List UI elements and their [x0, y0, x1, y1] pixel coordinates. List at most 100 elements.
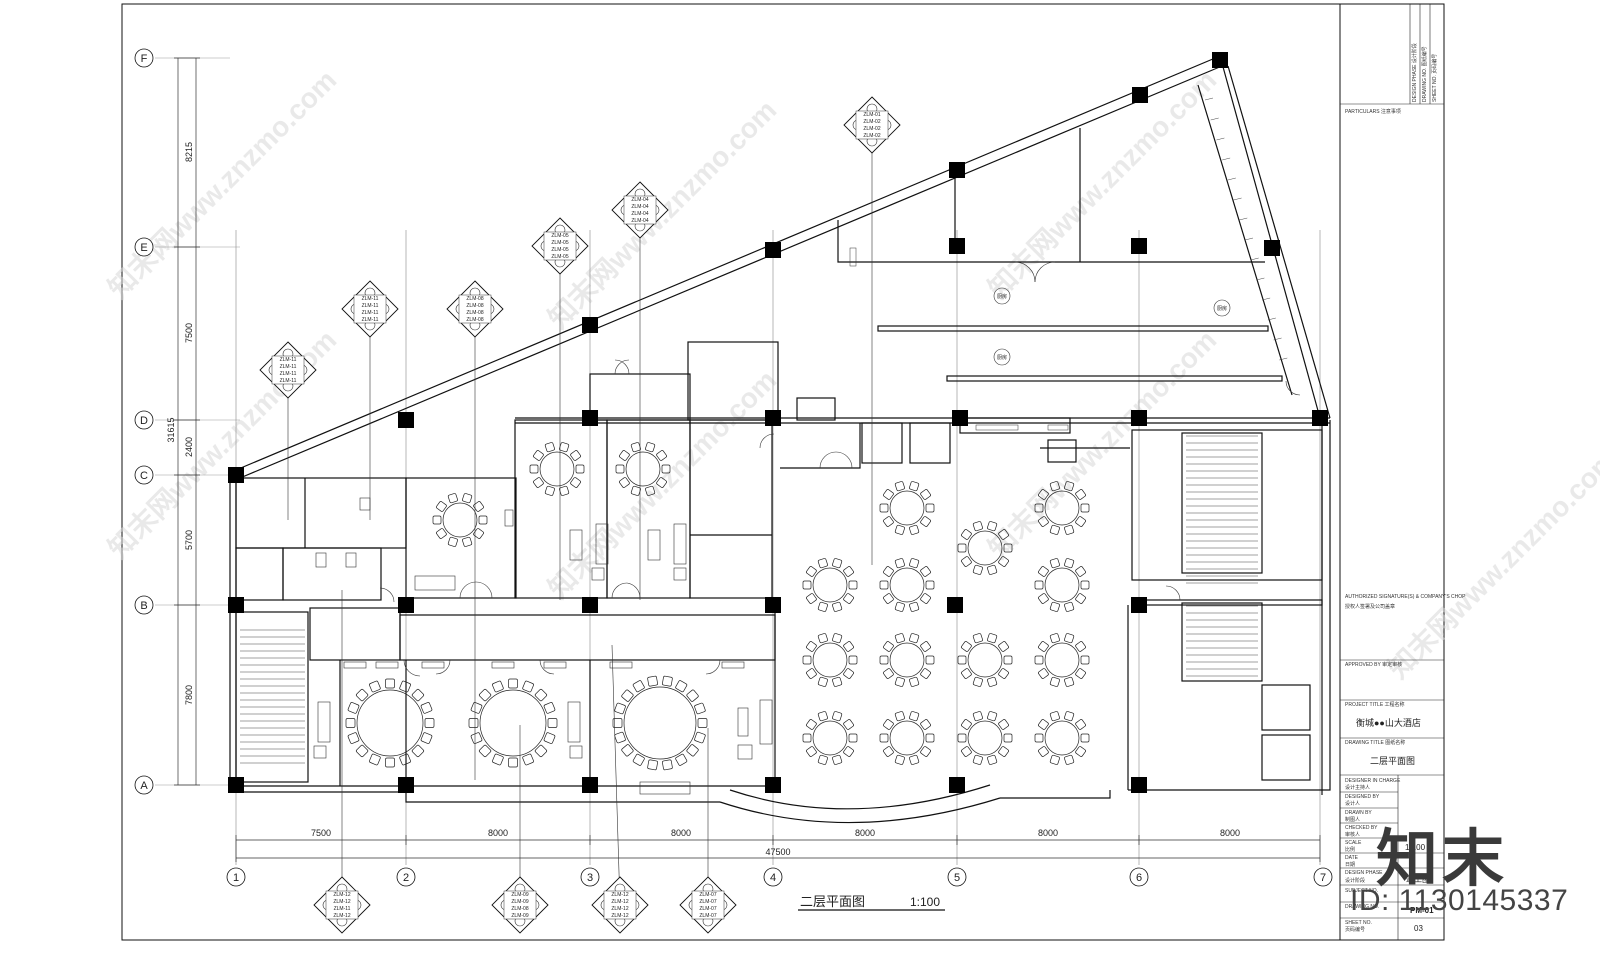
- tb-phase-row-2: DRAWING NO. 图纸编号: [1421, 46, 1428, 102]
- structural-column: [398, 597, 414, 613]
- round-table: [1034, 481, 1090, 535]
- round-table: [1034, 558, 1090, 612]
- chair: [369, 753, 381, 766]
- axis-bubble-E: E: [134, 237, 154, 257]
- tb-project-title-label: PROJECT TITLE 工程名称: [1345, 701, 1405, 708]
- chair: [1049, 524, 1060, 535]
- axis-bubble-1: 1: [226, 867, 246, 887]
- axis-label: 1: [233, 872, 239, 884]
- chair: [817, 676, 828, 687]
- facade-hatch: [1204, 97, 1214, 101]
- round-table: [957, 633, 1013, 687]
- chair: [675, 753, 688, 766]
- tag-code: ZLM-07: [699, 906, 716, 912]
- facade-hatch: [1267, 317, 1276, 321]
- chair: [522, 680, 534, 693]
- table-top: [812, 642, 848, 678]
- chair: [470, 732, 483, 744]
- table-top: [625, 451, 661, 487]
- chair: [987, 754, 998, 765]
- chair: [843, 746, 854, 757]
- chair: [961, 641, 972, 652]
- structural-column: [1131, 410, 1147, 426]
- tag-code: ZLM-12: [611, 913, 628, 919]
- chair: [533, 450, 544, 461]
- tag-code: ZLM-11: [362, 317, 379, 323]
- chair: [894, 601, 905, 612]
- chair: [543, 732, 556, 744]
- chair: [817, 601, 828, 612]
- axis-circle: [134, 410, 154, 430]
- tb-date-cn: 日期: [1345, 862, 1355, 868]
- drawing-caption-scale: 1:100: [910, 895, 940, 909]
- chair: [883, 719, 894, 730]
- chair: [492, 680, 504, 693]
- chair: [920, 668, 931, 679]
- axis-circle: [1313, 867, 1333, 887]
- structural-column: [949, 162, 965, 178]
- chair: [1038, 489, 1049, 500]
- axis-circle: [134, 48, 154, 68]
- tb-particulars: PARTICULARS 注意事项: [1345, 108, 1401, 115]
- axis-circle: [134, 775, 154, 795]
- chair: [972, 564, 983, 575]
- bottom-dim-2: 8000: [488, 828, 508, 838]
- tag-code: ZLM-11: [362, 310, 379, 316]
- tb-scale-cn: 比例: [1345, 846, 1355, 853]
- chair: [1075, 489, 1086, 500]
- tb-checked-cn: 审核人: [1345, 831, 1360, 838]
- tag-code: ZLM-11: [280, 378, 297, 384]
- chair: [909, 754, 920, 765]
- tb-authorized: AUTHORIZED SIGNATURE(S) & COMPANY'S CHOP: [1345, 594, 1466, 600]
- chair: [883, 516, 894, 527]
- structural-column: [582, 410, 598, 426]
- chair: [1038, 668, 1049, 679]
- chair: [972, 676, 983, 687]
- facade-hatch: [1273, 337, 1282, 341]
- tag-code: ZLM-11: [362, 296, 379, 302]
- bottom-dim-6: 8000: [1220, 828, 1240, 838]
- tag-box: [603, 890, 637, 920]
- chair: [806, 641, 817, 652]
- tag-code: ZLM-12: [333, 899, 350, 905]
- tag-code: ZLM-02: [863, 133, 880, 139]
- chair: [473, 528, 484, 539]
- chair: [619, 450, 630, 461]
- chair: [420, 702, 433, 714]
- chair: [544, 485, 555, 496]
- axis-circle: [134, 595, 154, 615]
- tag-code: ZLM-04: [631, 204, 648, 210]
- tag-code: ZLM-05: [551, 254, 568, 260]
- chair: [848, 733, 858, 743]
- tag-code: ZLM-04: [631, 218, 648, 224]
- axis-circle: [580, 867, 600, 887]
- tag-code: ZLM-05: [551, 233, 568, 239]
- chair: [468, 718, 479, 728]
- chair: [998, 746, 1009, 757]
- chair: [575, 464, 585, 474]
- chair: [832, 633, 843, 644]
- chair: [420, 732, 433, 744]
- tag-box: [353, 294, 387, 324]
- chair: [843, 668, 854, 679]
- chair: [1064, 524, 1075, 535]
- chair: [1038, 719, 1049, 730]
- chair: [1075, 668, 1086, 679]
- tag-box: [855, 110, 889, 140]
- chair: [1064, 558, 1075, 569]
- chair: [662, 759, 673, 771]
- chair: [694, 731, 706, 744]
- chair: [1064, 601, 1075, 612]
- chair: [843, 719, 854, 730]
- chair: [1064, 633, 1075, 644]
- axis-circle: [763, 867, 783, 887]
- axis-label: 5: [954, 872, 960, 884]
- chair: [656, 450, 667, 461]
- chair: [432, 515, 442, 525]
- table-top: [889, 567, 925, 603]
- axis-circle: [134, 465, 154, 485]
- chair: [534, 688, 548, 702]
